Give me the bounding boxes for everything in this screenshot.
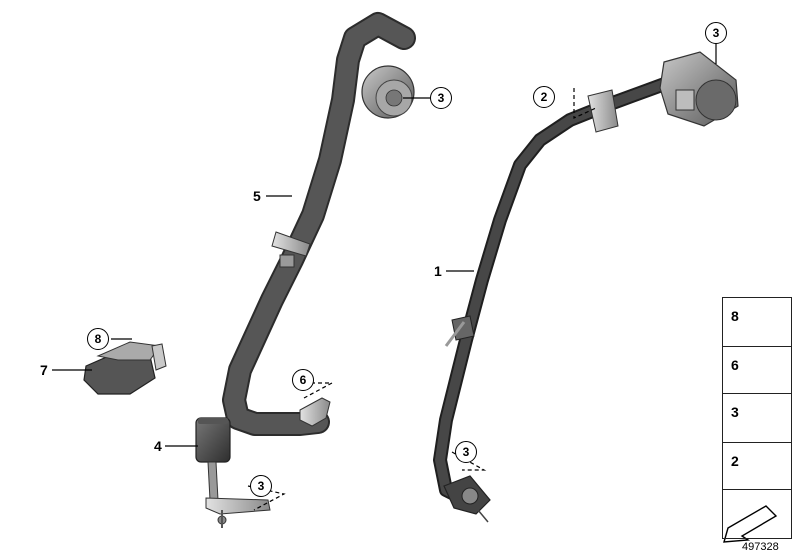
- callout-3-top-right: 3: [705, 22, 727, 44]
- right-belt-guide: [587, 89, 619, 133]
- callout-2: 2: [533, 86, 555, 108]
- callout-4: 4: [154, 438, 162, 454]
- callout-8: 8: [87, 328, 109, 350]
- legend-item-3: 3: [722, 393, 792, 443]
- legend-item-8: 8: [722, 297, 792, 347]
- callout-6: 6: [292, 369, 314, 391]
- belt-outlet-cover: [83, 341, 167, 395]
- right-upper-retractor: [659, 51, 739, 127]
- callout-7: 7: [40, 362, 48, 378]
- callout-1: 1: [434, 263, 442, 279]
- right-seat-belt-strap: [433, 75, 677, 509]
- right-belt-stop-button: [444, 315, 475, 347]
- callout-3-top-left: 3: [430, 87, 452, 109]
- left-seat-belt-strap: [222, 12, 416, 436]
- drawing-number: 497328: [742, 541, 779, 553]
- legend-number: 8: [731, 308, 739, 324]
- legend-item-6: 6: [722, 346, 792, 394]
- callout-5: 5: [253, 188, 261, 204]
- lower-anchor-bracket: [299, 397, 331, 427]
- callout-3-mid: 3: [455, 441, 477, 463]
- legend-number: 2: [731, 453, 739, 469]
- callout-3-bottom: 3: [250, 475, 272, 497]
- left-upper-retractor: [361, 65, 415, 119]
- belt-guide-clip: [271, 231, 311, 268]
- legend-number: 3: [731, 404, 739, 420]
- legend-item-2: 2: [722, 442, 792, 490]
- legend-number: 6: [731, 357, 739, 373]
- right-lower-anchor: [443, 475, 491, 523]
- direction-arrow-icon: [723, 505, 778, 543]
- legend-arrow-box: [722, 489, 792, 539]
